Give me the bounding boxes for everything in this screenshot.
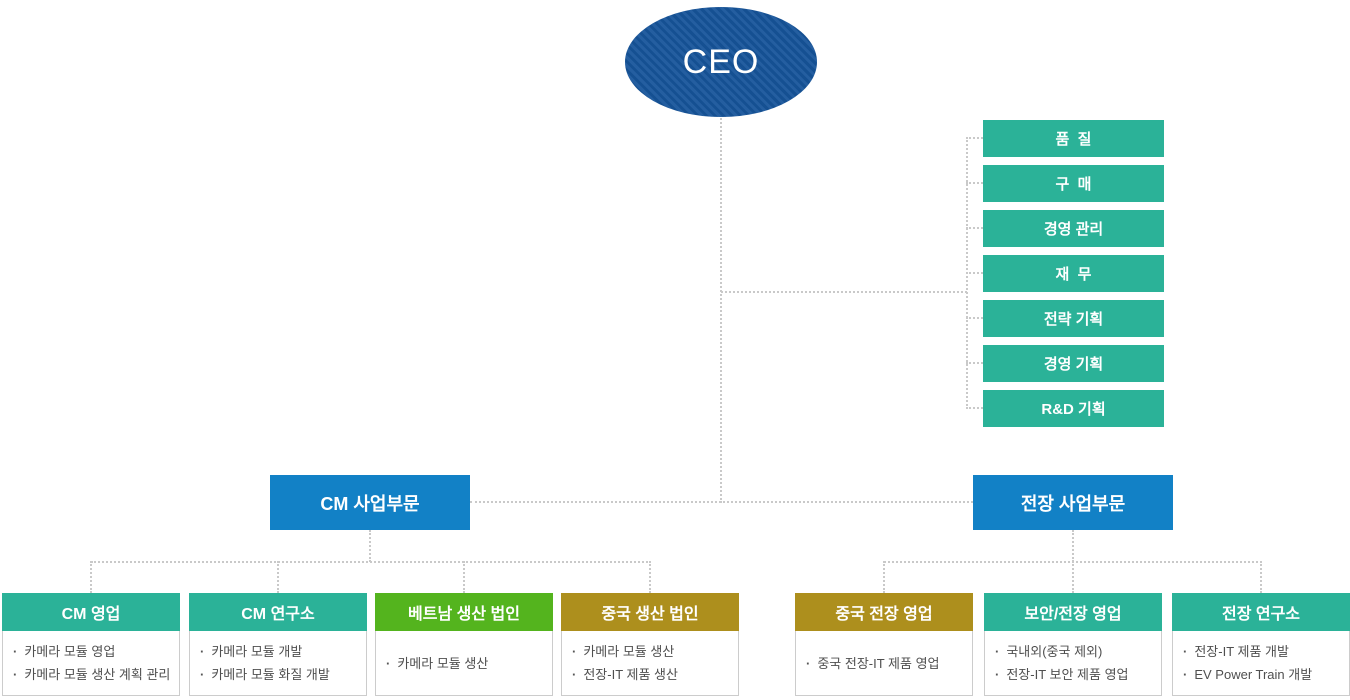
card-item: 카메라 모듈 생산	[386, 655, 546, 672]
connector-line	[1072, 530, 1074, 562]
card-item: 전장-IT 제품 생산	[572, 666, 732, 683]
card-body: 카메라 모듈 영업 카메라 모듈 생산 계획 관리	[2, 631, 180, 696]
card-item: 카메라 모듈 개발	[200, 643, 360, 660]
division-cm: CM 사업부문	[270, 475, 470, 530]
connector-line	[649, 561, 651, 593]
connector-line	[1260, 561, 1262, 593]
card-china-automotive-sales-header: 중국 전장 영업	[795, 593, 973, 631]
card-cm-rnd-header: CM 연구소	[189, 593, 367, 631]
card-item: 중국 전장-IT 제품 영업	[806, 655, 966, 672]
division-cm-label: CM 사업부문	[320, 493, 420, 514]
card-title: 베트남 생산 법인	[408, 606, 520, 623]
card-title: 중국 생산 법인	[601, 606, 699, 623]
connector-line	[966, 182, 983, 184]
connector-line	[966, 407, 983, 409]
connector-line	[91, 561, 651, 563]
card-body: 카메라 모듈 개발 카메라 모듈 화질 개발	[189, 631, 367, 696]
card-vietnam-production: 베트남 생산 법인 카메라 모듈 생산	[375, 593, 553, 696]
card-title: 중국 전장 영업	[835, 606, 933, 623]
connector-line	[966, 317, 983, 319]
card-item: 카메라 모듈 영업	[13, 643, 173, 660]
card-body: 중국 전장-IT 제품 영업	[795, 631, 973, 696]
card-cm-sales: CM 영업 카메라 모듈 영업 카메라 모듈 생산 계획 관리	[2, 593, 180, 696]
connector-line	[966, 227, 983, 229]
staff-box-finance: 재 무	[983, 255, 1164, 292]
card-automotive-rnd-header: 전장 연구소	[1172, 593, 1350, 631]
card-item: 카메라 모듈 생산	[572, 643, 732, 660]
card-china-automotive-sales: 중국 전장 영업 중국 전장-IT 제품 영업	[795, 593, 973, 696]
card-title: CM 영업	[61, 606, 121, 623]
connector-line	[883, 561, 885, 593]
staff-box-management-planning: 경영 기획	[983, 345, 1164, 382]
card-item: 카메라 모듈 화질 개발	[200, 666, 360, 683]
staff-box-strategy-planning: 전략 기획	[983, 300, 1164, 337]
connector-line	[369, 530, 371, 562]
connector-line	[463, 561, 465, 593]
connector-line	[277, 561, 279, 593]
card-item: 국내외(중국 제외)	[995, 643, 1155, 660]
card-title: CM 연구소	[241, 606, 315, 623]
card-body: 카메라 모듈 생산 전장-IT 제품 생산	[561, 631, 739, 696]
card-cm-rnd: CM 연구소 카메라 모듈 개발 카메라 모듈 화질 개발	[189, 593, 367, 696]
card-item: EV Power Train 개발	[1183, 666, 1343, 683]
staff-box-management-admin: 경영 관리	[983, 210, 1164, 247]
card-china-production: 중국 생산 법인 카메라 모듈 생산 전장-IT 제품 생산	[561, 593, 739, 696]
connector-line	[720, 115, 722, 503]
card-security-automotive-sales-header: 보안/전장 영업	[984, 593, 1162, 631]
card-item: 전장-IT 제품 개발	[1183, 643, 1343, 660]
card-title: 보안/전장 영업	[1024, 606, 1122, 623]
card-body: 전장-IT 제품 개발 EV Power Train 개발	[1172, 631, 1350, 696]
connector-line	[966, 362, 983, 364]
card-china-production-header: 중국 생산 법인	[561, 593, 739, 631]
card-title: 전장 연구소	[1221, 606, 1301, 623]
connector-line	[966, 137, 983, 139]
division-automotive: 전장 사업부문	[973, 475, 1173, 530]
staff-box-purchasing: 구 매	[983, 165, 1164, 202]
connector-line	[470, 501, 973, 503]
card-body: 카메라 모듈 생산	[375, 631, 553, 696]
card-security-automotive-sales: 보안/전장 영업 국내외(중국 제외) 전장-IT 보안 제품 영업	[984, 593, 1162, 696]
card-body: 국내외(중국 제외) 전장-IT 보안 제품 영업	[984, 631, 1162, 696]
staff-box-rnd-planning: R&D 기획	[983, 390, 1164, 427]
card-item: 카메라 모듈 생산 계획 관리	[13, 666, 173, 683]
connector-line	[1072, 561, 1074, 593]
card-vietnam-production-header: 베트남 생산 법인	[375, 593, 553, 631]
staff-box-quality: 품 질	[983, 120, 1164, 157]
connector-line	[966, 272, 983, 274]
division-automotive-label: 전장 사업부문	[1020, 493, 1126, 514]
card-item: 전장-IT 보안 제품 영업	[995, 666, 1155, 683]
ceo-node: CEO	[625, 7, 817, 117]
connector-line	[721, 291, 967, 293]
card-automotive-rnd: 전장 연구소 전장-IT 제품 개발 EV Power Train 개발	[1172, 593, 1350, 696]
ceo-label: CEO	[682, 42, 760, 81]
card-cm-sales-header: CM 영업	[2, 593, 180, 631]
connector-line	[90, 561, 92, 593]
